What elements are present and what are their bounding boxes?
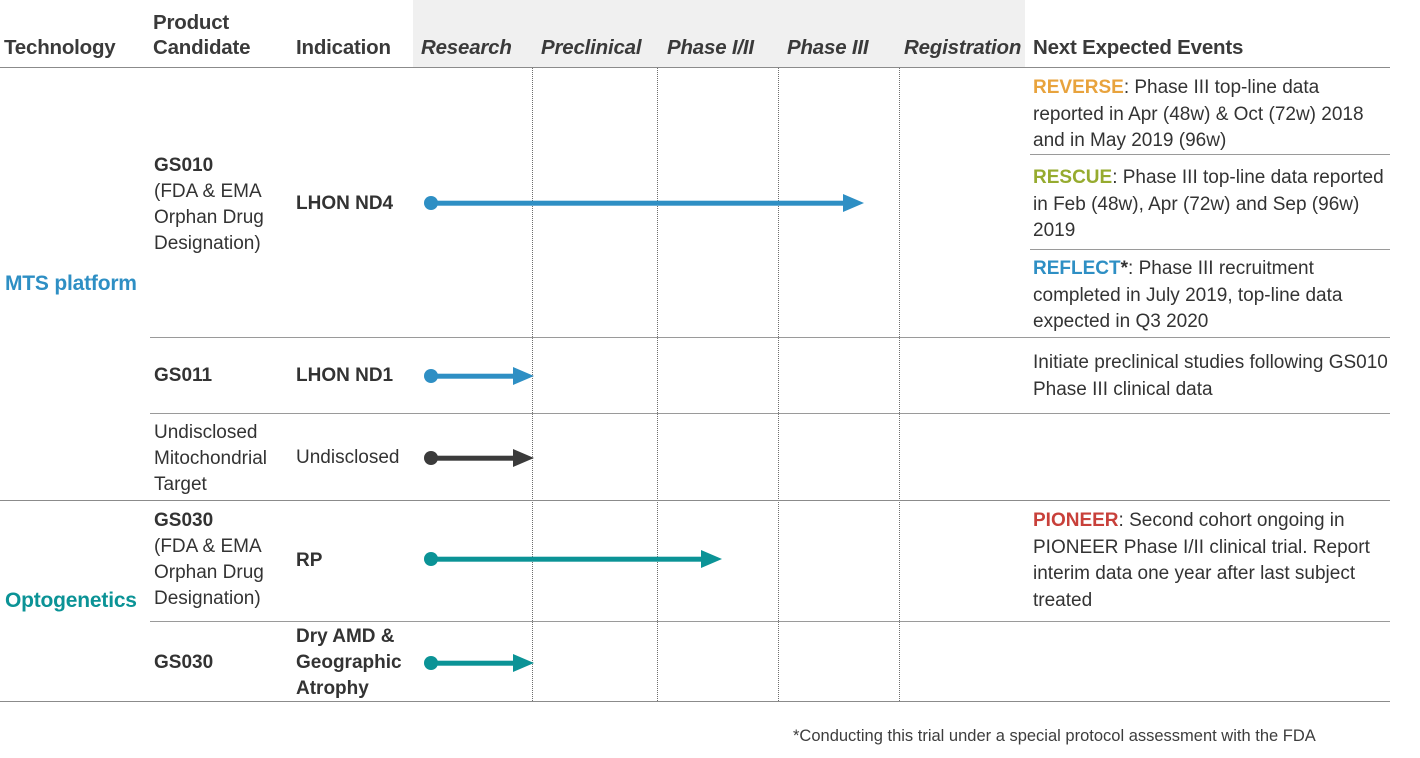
row-gs011-indication: LHON ND1 xyxy=(296,365,394,386)
event-reflect: REFLECT*: Phase III recruitment complete… xyxy=(1033,256,1391,336)
row-gs010-indication: LHON ND4 xyxy=(296,193,394,214)
event-reverse-tag: REVERSE xyxy=(1033,77,1124,98)
event-pioneer: PIONEER: Second cohort ongoing in PIONEE… xyxy=(1033,508,1391,614)
row-gs010-candidate: GS010 (FDA & EMA Orphan Drug Designation… xyxy=(154,153,284,257)
header-divider xyxy=(0,67,1390,68)
row-undisclosed-candidate: Undisclosed Mitochondrial Target xyxy=(154,422,267,495)
row-gs030-rp-indication: RP xyxy=(296,550,323,571)
event-separator-rescue-reflect xyxy=(1030,249,1390,250)
column-header-product-candidate-line1: Product xyxy=(153,11,230,34)
phase-header-band xyxy=(413,0,1025,68)
row-gs030-rp-candidate: GS030 (FDA & EMA Orphan Drug Designation… xyxy=(154,508,284,612)
progress-arrow-head xyxy=(701,550,722,568)
progress-arrow-shaft xyxy=(430,556,704,562)
event-reflect-asterisk: * xyxy=(1120,258,1129,279)
divider-preclinical-phase1 xyxy=(657,68,658,701)
event-reflect-text: : Phase III recruitment completed in Jul… xyxy=(1033,258,1343,332)
progress-arrow-shaft xyxy=(430,660,517,666)
footnote: *Conducting this trial under a special p… xyxy=(793,727,1316,745)
technology-label-mts: MTS platform xyxy=(5,272,137,295)
progress-arrow-shaft xyxy=(430,373,517,379)
row-gs011-candidate: GS011 xyxy=(154,365,213,386)
column-header-phase-iii: Phase III xyxy=(787,36,869,59)
progress-arrow-gs010 xyxy=(424,190,864,216)
event-reflect-tag: REFLECT xyxy=(1033,258,1121,279)
progress-arrow-undisclosed xyxy=(424,445,536,471)
row-gs030-amd-candidate: GS030 xyxy=(154,652,214,673)
technology-label-optogenetics: Optogenetics xyxy=(5,589,137,612)
progress-arrow-head xyxy=(513,449,534,467)
progress-arrow-gs030-amd xyxy=(424,650,536,676)
event-gs011: Initiate preclinical studies following G… xyxy=(1033,350,1391,403)
event-rescue-text: : Phase III top-line data reported in Fe… xyxy=(1033,167,1384,241)
table-bottom-border xyxy=(0,701,1390,702)
event-pioneer-tag: PIONEER xyxy=(1033,510,1119,531)
row-separator-gs030-gs030 xyxy=(150,621,1390,622)
progress-arrow-shaft xyxy=(430,200,844,206)
divider-phase3-registration xyxy=(899,68,900,701)
event-reverse: REVERSE: Phase III top-line data reporte… xyxy=(1033,75,1391,155)
progress-arrow-head xyxy=(513,367,534,385)
row-separator-gs011-undisclosed xyxy=(150,413,1390,414)
progress-arrow-gs011 xyxy=(424,363,536,389)
column-header-indication: Indication xyxy=(296,36,391,59)
event-separator-reverse-rescue xyxy=(1030,154,1390,155)
row-gs030-amd-indication: Dry AMD & Geographic Atrophy xyxy=(296,626,402,699)
progress-arrow-head xyxy=(843,194,864,212)
row-separator-gs010-gs011 xyxy=(150,337,1390,338)
column-header-next-expected-events: Next Expected Events xyxy=(1033,36,1244,59)
row-gs030-rp-candidate-sub: (FDA & EMA Orphan Drug Designation) xyxy=(154,536,264,609)
divider-phase1-phase3 xyxy=(778,68,779,701)
event-rescue: RESCUE: Phase III top-line data reported… xyxy=(1033,165,1391,245)
event-gs011-text: Initiate preclinical studies following G… xyxy=(1033,352,1388,400)
column-header-phase-i-ii: Phase I/II xyxy=(667,36,754,59)
section-separator-mts-optogenetics xyxy=(0,500,1390,501)
row-gs010-candidate-name: GS010 xyxy=(154,155,214,176)
event-rescue-tag: RESCUE xyxy=(1033,167,1113,188)
progress-arrow-gs030-rp xyxy=(424,546,724,572)
column-header-research: Research xyxy=(421,36,512,59)
progress-arrow-head xyxy=(513,654,534,672)
row-gs030-rp-candidate-name: GS030 xyxy=(154,510,214,531)
column-header-technology: Technology xyxy=(4,36,116,59)
progress-arrow-shaft xyxy=(430,455,517,461)
column-header-registration: Registration xyxy=(904,36,1022,59)
event-reverse-text: : Phase III top-line data reported in Ap… xyxy=(1033,77,1364,151)
row-gs010-candidate-sub: (FDA & EMA Orphan Drug Designation) xyxy=(154,181,264,254)
row-undisclosed-indication: Undisclosed xyxy=(296,447,400,468)
column-header-preclinical: Preclinical xyxy=(541,36,642,59)
column-header-product-candidate-line2: Candidate xyxy=(153,36,251,59)
event-pioneer-text: : Second cohort ongoing in PIONEER Phase… xyxy=(1033,510,1370,611)
